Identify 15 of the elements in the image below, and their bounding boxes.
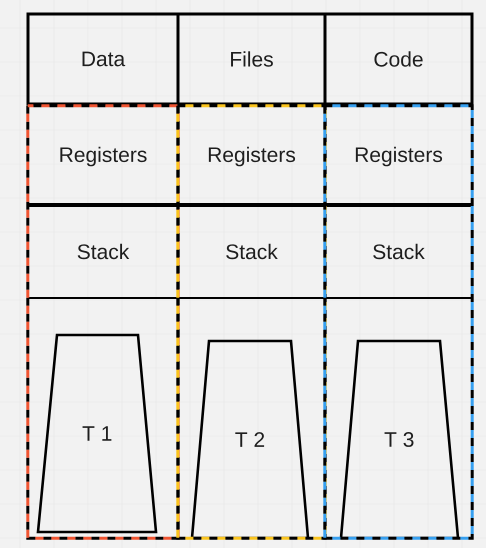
table-cell: Code bbox=[324, 12, 474, 106]
trapezoid: T 3 bbox=[340, 340, 460, 540]
trapezoid: T 1 bbox=[36, 334, 158, 534]
table-cell: Data bbox=[26, 12, 180, 106]
table-cell: Registers bbox=[178, 146, 325, 207]
dashed-region bbox=[26, 104, 180, 540]
table-cell: Stack bbox=[178, 244, 325, 299]
dashed-region bbox=[323, 104, 474, 540]
table-cell: Stack bbox=[325, 244, 472, 299]
table-cell: Registers bbox=[325, 146, 472, 207]
table-cell: Stack bbox=[28, 244, 178, 299]
dashed-region bbox=[176, 104, 327, 540]
trapezoid: T 2 bbox=[190, 340, 310, 540]
table-cell: Files bbox=[176, 12, 326, 106]
table-cell: Registers bbox=[28, 146, 178, 207]
